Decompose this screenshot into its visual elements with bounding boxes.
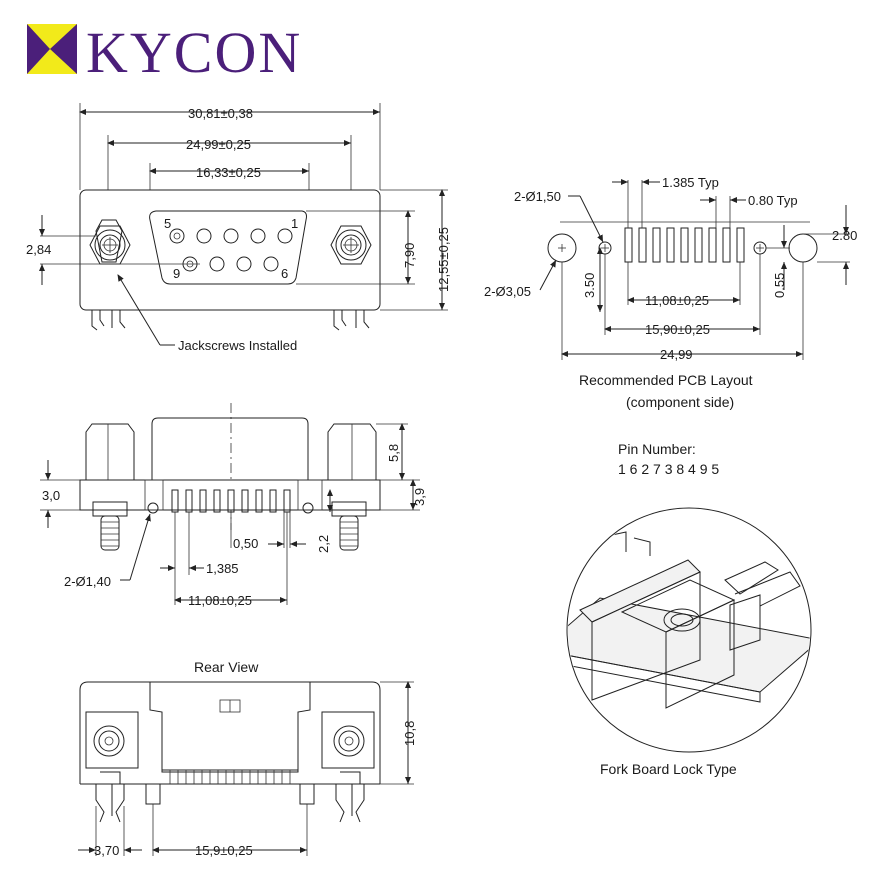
dim-side-row: 11,08±0,25 [188, 593, 252, 608]
dim-side-right: 3,9 [412, 488, 427, 506]
side-view [40, 403, 420, 605]
pcb-caption-1: Recommended PCB Layout [579, 372, 753, 388]
dim-pin-gap: 0,50 [233, 536, 258, 551]
dim-rear-left: 3,70 [94, 843, 119, 858]
fork-lock-icon [566, 507, 812, 753]
dim-overall-height: 12,55±0,25 [436, 227, 451, 292]
pcb-caption-2: (component side) [626, 394, 734, 410]
pin-label-9: 9 [173, 266, 180, 281]
pin-label-1: 1 [291, 216, 298, 231]
jackscrew-icon [330, 225, 372, 265]
detail-caption: Fork Board Lock Type [600, 761, 737, 777]
d-shell [149, 210, 307, 285]
dim-pin-length: 2,2 [316, 535, 331, 553]
pin-number-sequence: 1 6 2 7 3 8 4 9 5 [618, 461, 719, 477]
dim-hole-span: 15,90±0,25 [645, 322, 710, 337]
dim-large-hole: 2-Ø3,05 [484, 284, 531, 299]
dim-front-left: 2,84 [26, 242, 51, 257]
pcb-layout [539, 179, 850, 360]
dim-shell-height: 7,90 [402, 243, 417, 268]
kycon-logo-icon [27, 24, 77, 74]
jackscrew-icon [100, 515, 120, 551]
jackscrew-icon [339, 515, 359, 551]
dim-side-left: 3,0 [42, 488, 60, 503]
rear-view [78, 681, 414, 856]
dim-shell-width: 16,33±0,25 [196, 165, 261, 180]
dim-row-width: 11,08±0,25 [645, 293, 709, 308]
dim-side-pitch: 1,385 [206, 561, 239, 576]
dim-rear-span: 15,9±0,25 [195, 843, 253, 858]
pin-number-label: Pin Number: [618, 441, 696, 457]
dim-pitch: 1.385 Typ [662, 175, 719, 190]
dim-pin-dia: 0.80 Typ [748, 193, 798, 208]
dim-side-hole: 2-Ø1,40 [64, 574, 111, 589]
brand-name: KYCON [86, 20, 302, 85]
dim-pin-offset: 0.55 [772, 273, 787, 298]
rear-view-title: Rear View [194, 659, 259, 675]
dim-row-offset: 3.50 [582, 273, 597, 298]
jackscrew-icon [94, 219, 126, 263]
pin-label-6: 6 [281, 266, 288, 281]
dim-overall-width: 30,81±0,38 [188, 106, 253, 121]
dim-small-hole: 2-Ø1,50 [514, 189, 561, 204]
dim-side-top: 5,8 [386, 444, 401, 462]
pin-label-5: 5 [164, 216, 171, 231]
jackscrew-note: Jackscrews Installed [178, 338, 297, 353]
dim-jackscrew-span: 24,99±0,25 [186, 137, 251, 152]
front-view: 5 1 9 6 2,84 [26, 103, 448, 346]
dim-total-span: 24,99 [660, 347, 693, 362]
dim-rear-height: 10,8 [402, 721, 417, 746]
dim-height-right: 2.80 [832, 228, 857, 243]
